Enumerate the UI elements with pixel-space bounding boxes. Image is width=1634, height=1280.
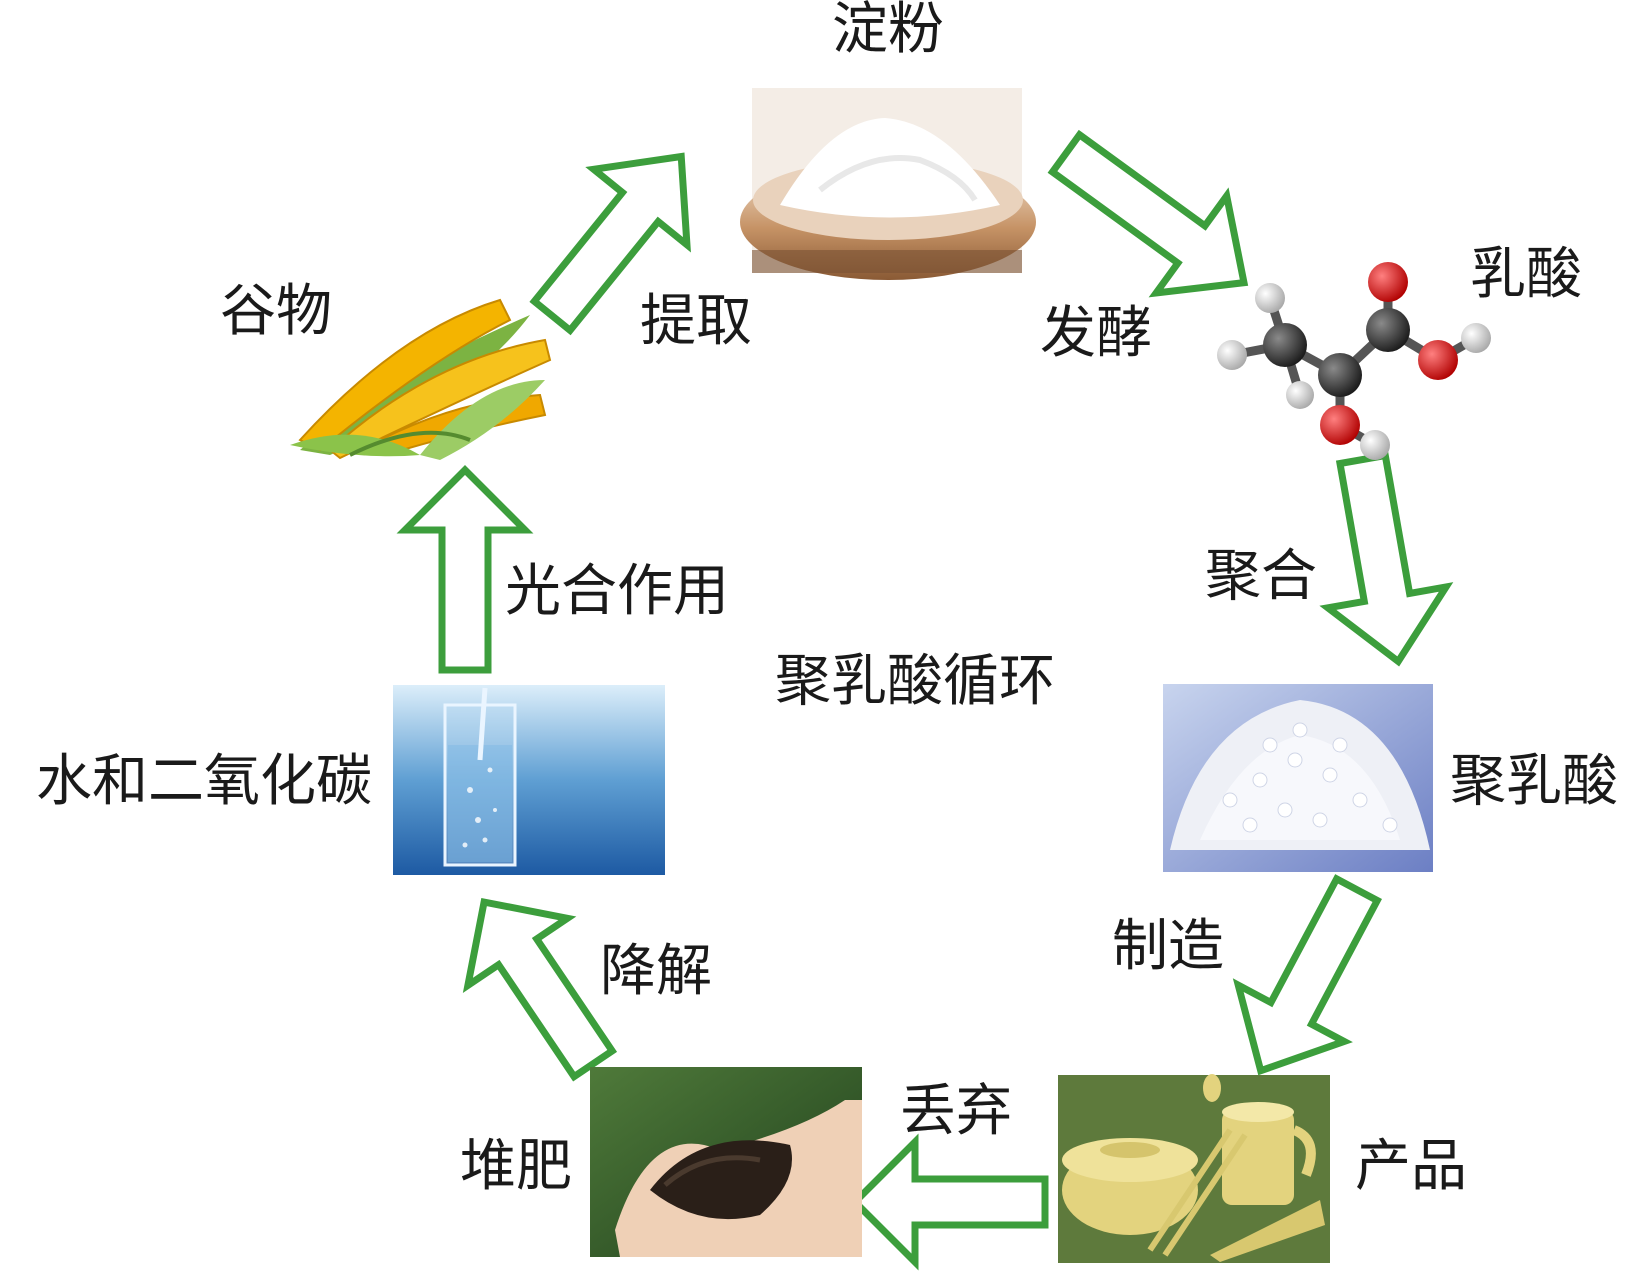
- node-label-product: 产品: [1355, 1134, 1467, 1199]
- compost-image: [590, 1067, 862, 1257]
- arrow-ferment: [1047, 129, 1249, 298]
- diagram-title: 聚乳酸循环: [775, 649, 1055, 714]
- node-label-compost: 堆肥: [460, 1134, 572, 1199]
- step-label-extract: 提取: [640, 289, 752, 354]
- arrow-extract: [529, 152, 691, 336]
- lactic-acid-molecule-image: [1217, 262, 1491, 460]
- node-label-starch: 淀粉: [832, 0, 944, 62]
- step-label-polymerize: 聚合: [1205, 544, 1317, 609]
- water-glass-image: [393, 685, 665, 875]
- arrow-discard: [850, 1133, 1049, 1271]
- step-label-discard: 丢弃: [900, 1079, 1012, 1144]
- step-label-photosynthesis: 光合作用: [505, 559, 729, 624]
- corn-image: [290, 298, 552, 460]
- step-label-manufacture: 制造: [1112, 914, 1224, 979]
- arrow-degrade: [462, 897, 618, 1082]
- arrow-photosynthesis: [396, 465, 534, 674]
- arrow-manufacture: [1232, 874, 1382, 1076]
- node-label-water-co2: 水和二氧化碳: [36, 749, 372, 814]
- step-label-degrade: 降解: [600, 939, 712, 1004]
- pla-pellets-image: [1163, 684, 1433, 872]
- node-label-lactic-acid: 乳酸: [1470, 242, 1582, 307]
- node-label-grain: 谷物: [220, 279, 332, 344]
- products-image: [1058, 1074, 1330, 1263]
- node-label-pla: 聚乳酸: [1450, 749, 1618, 814]
- step-label-ferment: 发酵: [1040, 301, 1152, 366]
- starch-image: [740, 88, 1036, 280]
- arrow-polymerize: [1319, 451, 1454, 667]
